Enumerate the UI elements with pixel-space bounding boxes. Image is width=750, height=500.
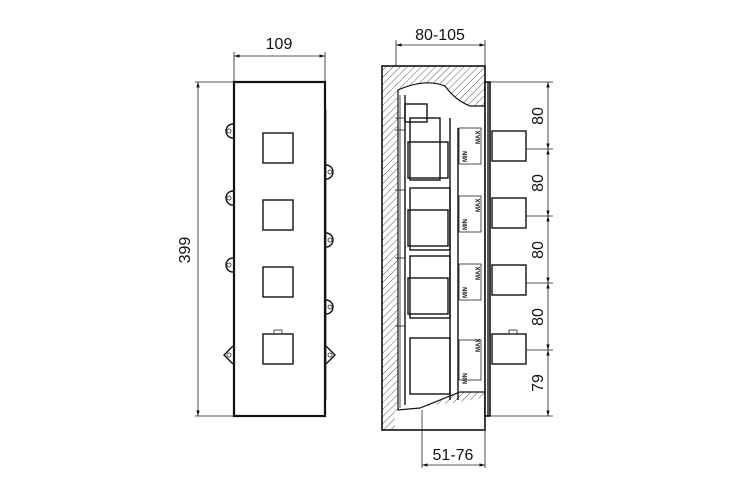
max-label: MAX [476,267,482,280]
side-knob-4 [491,333,527,365]
spacing-label-3: 80 [530,241,547,259]
height-label: 399 [177,237,194,264]
side-knob-1 [491,130,527,162]
mounting-lug [223,345,234,365]
mounting-lug [225,123,234,139]
mounting-lug [325,232,334,248]
knob-3 [262,266,294,298]
min-label: MIN [463,287,469,298]
valve-module-1: MIN MAX [458,127,482,165]
mounting-lug [325,345,336,365]
width-label: 109 [266,36,293,53]
mounting-lug [325,164,334,180]
min-label: MIN [463,151,469,162]
depth-dimension-top: 80-105 [395,27,486,66]
mounting-lugs-right [325,164,336,365]
spacing-dimensions: 80 80 80 80 79 [490,81,553,417]
valve-module-2: MIN MAX [458,195,482,233]
spacing-label-5: 79 [530,374,547,392]
side-knob-4-tab [508,329,518,335]
side-view: 80-105 MIN [381,27,553,468]
max-label: MAX [476,199,482,212]
max-label: MAX [476,339,482,352]
knob-1 [262,132,294,164]
valve-module-4: MIN MAX [458,339,482,384]
width-dimension: 109 [233,36,326,84]
mounting-lug [225,190,234,206]
side-knob-3 [491,264,527,296]
spacing-label-1: 80 [530,107,547,125]
knob-4-tab [273,329,283,335]
spacing-label-4: 80 [530,308,547,326]
knob-2 [262,199,294,231]
min-label: MIN [463,219,469,230]
valve-module-3: MIN MAX [458,263,482,301]
mounting-lugs-left [223,123,234,365]
depth-dimension-bottom: 51-76 [421,410,486,468]
depth-label-top: 80-105 [415,27,465,44]
spacing-label-2: 80 [530,174,547,192]
mounting-lug [325,299,334,315]
height-dimension: 399 [177,81,234,417]
cover-plate [232,80,327,418]
front-view: 109 399 [177,36,336,418]
mounting-lug [225,257,234,273]
max-label: MAX [476,131,482,144]
depth-label-bottom: 51-76 [433,447,474,464]
side-knob-2 [491,197,527,229]
min-label: MIN [463,373,469,384]
valve-body [395,95,459,408]
